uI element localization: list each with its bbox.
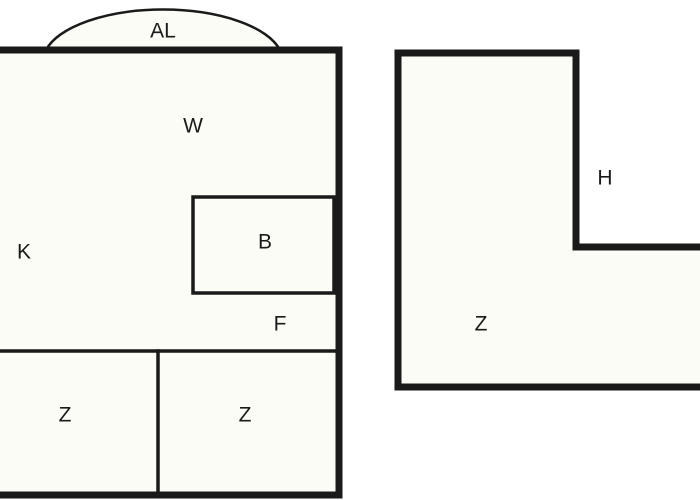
bath-room-outline [191,195,336,295]
label-hall-right: H [597,167,612,190]
label-balcony: AL [150,20,176,43]
label-room-bottom-left: Z [59,404,72,427]
label-room-bottom-right: Z [239,404,252,427]
label-room-right: Z [475,313,488,336]
label-hall-left: F [274,313,287,336]
right-unit-outline [394,49,700,391]
label-bath: B [258,231,272,254]
label-living: W [183,115,203,138]
balcony-arc [44,8,282,51]
label-kitchen: K [17,241,31,264]
